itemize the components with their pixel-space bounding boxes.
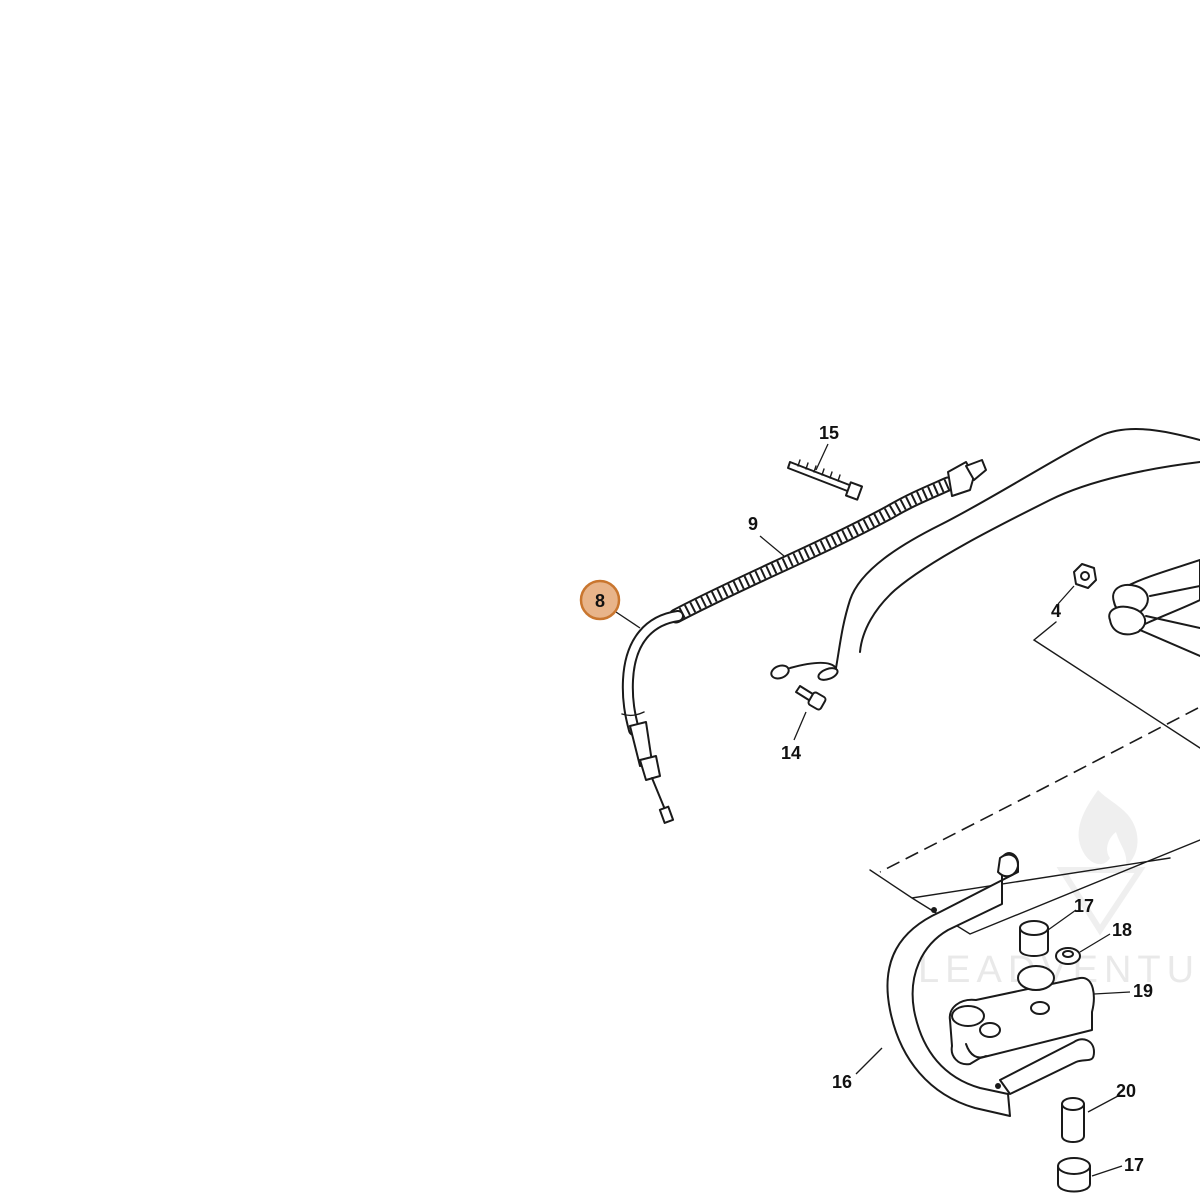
- leader-17a: [1047, 909, 1077, 931]
- assembly-bracket-upper: [1032, 621, 1200, 749]
- callout-15[interactable]: 15: [819, 423, 839, 443]
- nut-18: [1055, 947, 1081, 965]
- ground-eyelet-a: [770, 664, 790, 680]
- leader-18: [1079, 933, 1111, 953]
- callout-20[interactable]: 20: [1116, 1081, 1136, 1101]
- sleeve-20: [1061, 1097, 1085, 1143]
- callout-4[interactable]: 4: [1051, 601, 1061, 621]
- ground-terminal-b: [817, 667, 839, 681]
- handle-housing: [1108, 559, 1200, 657]
- conduit-9: [668, 459, 987, 624]
- leader-4: [1057, 585, 1075, 605]
- callout-8[interactable]: 8: [595, 591, 605, 611]
- leader-17b: [1091, 1165, 1123, 1177]
- loop-handle-outline: [835, 427, 1200, 669]
- handlebar-16: [886, 852, 1095, 1117]
- leader-9: [759, 535, 785, 557]
- spacer-17-lower: [1057, 1157, 1091, 1193]
- leader-19: [1093, 991, 1131, 995]
- nut-4: [1073, 563, 1097, 589]
- ground-wire-a: [789, 661, 837, 669]
- callout-17b[interactable]: 17: [1124, 1155, 1144, 1175]
- leader-20: [1087, 1095, 1119, 1113]
- clamp-19: [948, 965, 1095, 1066]
- callout-19[interactable]: 19: [1133, 981, 1153, 1001]
- leader-8: [615, 611, 641, 629]
- cable-8: [621, 610, 684, 824]
- leader-14: [793, 711, 807, 741]
- callout-17a[interactable]: 17: [1074, 896, 1094, 916]
- callout-16[interactable]: 16: [832, 1072, 852, 1092]
- callout-18[interactable]: 18: [1112, 920, 1132, 940]
- assembly-center-line: [879, 707, 1199, 873]
- screw-14: [795, 685, 827, 711]
- assembly-bracket-lower: [869, 839, 1200, 935]
- callout-9[interactable]: 9: [748, 514, 758, 534]
- loop-handle-outline-inner: [859, 461, 1200, 653]
- cable-tie-15: [787, 459, 864, 501]
- callout-8-highlight[interactable]: [579, 579, 621, 621]
- spacer-17-upper: [1019, 920, 1049, 957]
- leader-15: [815, 443, 829, 471]
- leader-16: [855, 1047, 883, 1075]
- callout-14[interactable]: 14: [781, 743, 801, 763]
